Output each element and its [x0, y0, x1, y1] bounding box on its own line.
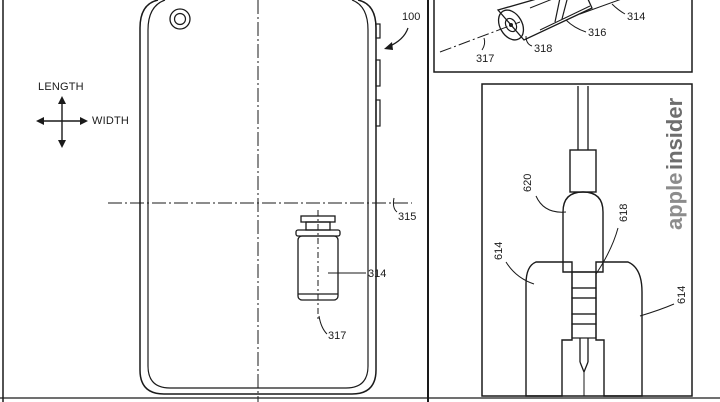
svg-text:316: 316 — [588, 27, 606, 39]
arrow-left-head — [36, 117, 44, 125]
svg-text:314: 314 — [627, 11, 645, 23]
top-inset-panel: 317 318 316 314 — [433, 0, 693, 73]
svg-text:314: 314 — [368, 268, 386, 280]
width-label: WIDTH — [92, 115, 129, 127]
arrow-up-head — [58, 96, 66, 104]
camera-outer — [169, 8, 191, 30]
vibration-component — [295, 210, 341, 320]
side-button-1 — [375, 23, 381, 39]
appleinsider-watermark: apple insider — [662, 97, 687, 230]
arrow-down-head — [58, 140, 66, 148]
ref-618: 618 — [618, 204, 630, 222]
side-button-3 — [375, 99, 381, 127]
svg-text:apple: apple — [662, 173, 687, 230]
housing-right — [595, 261, 643, 397]
ref-314: 314 — [328, 268, 386, 280]
housing-left — [525, 261, 573, 397]
shaft-collar — [569, 149, 597, 193]
ref-614-left: 614 — [493, 242, 505, 260]
length-label: LENGTH — [38, 81, 84, 93]
svg-text:317: 317 — [328, 330, 346, 342]
detail-panel: 620 618 614 614 apple insider — [481, 83, 693, 397]
ref-317: 317 — [318, 315, 346, 342]
ref-100: 100 — [384, 11, 420, 50]
arrow-right-head — [80, 117, 88, 125]
camera-inner — [173, 12, 187, 26]
svg-text:100: 100 — [402, 11, 420, 23]
direction-indicator: LENGTH WIDTH — [36, 81, 129, 148]
tip-620 — [562, 191, 604, 273]
ref-614-right: 614 — [676, 286, 688, 304]
svg-text:insider: insider — [662, 97, 687, 170]
side-button-2 — [375, 59, 381, 87]
svg-text:315: 315 — [398, 211, 416, 223]
ref-315: 315 — [392, 197, 416, 223]
inset-cylinder-end — [497, 9, 525, 41]
ref-620: 620 — [522, 174, 534, 192]
svg-text:318: 318 — [534, 43, 552, 55]
svg-text:317: 317 — [476, 53, 494, 65]
